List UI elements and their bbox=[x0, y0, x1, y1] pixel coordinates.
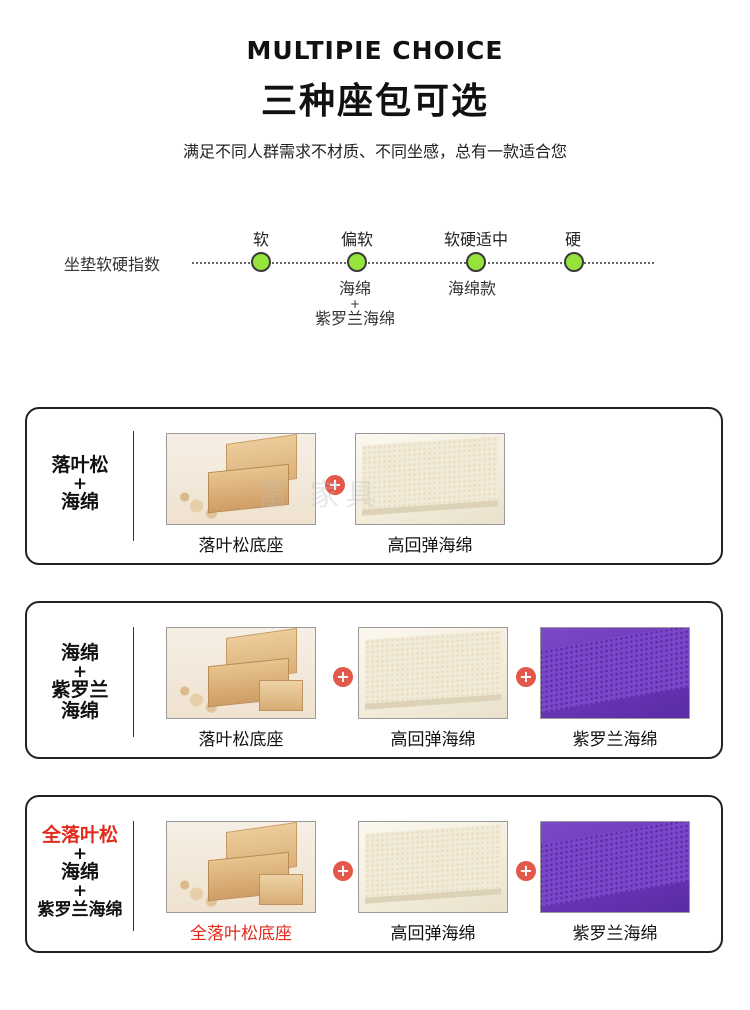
level-hard: 硬 bbox=[564, 230, 582, 249]
foam-image bbox=[355, 433, 505, 525]
subtitle: 满足不同人群需求不材质、不同坐感，总有一款适合您 bbox=[170, 138, 580, 165]
scale-dot-medium bbox=[466, 252, 486, 272]
level-slightly-soft: 偏软 bbox=[340, 230, 374, 249]
scale-dot-soft bbox=[251, 252, 271, 272]
plus-icon: + bbox=[333, 667, 353, 687]
card-2-label-part: 海绵 bbox=[60, 700, 99, 722]
foam-image bbox=[358, 627, 508, 719]
card-3-label: 全落叶松 + 海绵 + 紫罗兰海绵 bbox=[27, 825, 133, 921]
card-1-label: 落叶松 + 海绵 bbox=[27, 455, 133, 513]
level-medium: 软硬适中 bbox=[443, 230, 509, 249]
subtitle-wrap: 满足不同人群需求不材质、不同坐感，总有一款适合您 bbox=[0, 138, 750, 165]
note-plus: + bbox=[349, 297, 361, 311]
card-2-label-part: 紫罗兰 bbox=[51, 679, 109, 701]
note-medium: 海绵款 bbox=[447, 279, 497, 298]
violet-foam-image bbox=[540, 821, 690, 913]
scale-dot-hard bbox=[564, 252, 584, 272]
card-divider bbox=[133, 821, 134, 931]
material-caption: 紫罗兰海绵 bbox=[572, 730, 658, 750]
note-slightly-soft: 海绵 + 紫罗兰海绵 bbox=[315, 280, 395, 328]
title-english: MULTIPIE CHOICE bbox=[246, 36, 504, 65]
card-3-label-plus: + bbox=[72, 881, 88, 901]
violet-foam-image bbox=[540, 627, 690, 719]
larch-wood-image bbox=[166, 627, 316, 719]
option-card-1: 落叶松 + 海绵 落叶松底座 + 高回弹海绵 bbox=[25, 407, 723, 565]
card-divider bbox=[133, 627, 134, 737]
card-3-label-highlight: 全落叶松 bbox=[41, 824, 118, 846]
material-caption: 高回弹海绵 bbox=[390, 730, 476, 750]
material-caption: 高回弹海绵 bbox=[390, 924, 476, 944]
watermark: 富 家具 bbox=[258, 478, 382, 513]
scale-dot-slightly-soft bbox=[347, 252, 367, 272]
level-soft: 软 bbox=[252, 230, 270, 249]
material-caption: 落叶松底座 bbox=[198, 730, 284, 750]
note-line-1: 海绵 bbox=[338, 279, 372, 298]
foam-image bbox=[358, 821, 508, 913]
plus-icon: + bbox=[516, 861, 536, 881]
card-2-label: 海绵 + 紫罗兰 海绵 bbox=[27, 643, 133, 722]
material-caption: 落叶松底座 bbox=[198, 536, 284, 556]
card-1-label-part: 海绵 bbox=[60, 491, 99, 513]
card-1-label-plus: + bbox=[72, 474, 88, 494]
larch-wood-image bbox=[166, 433, 316, 525]
material-caption: 紫罗兰海绵 bbox=[572, 924, 658, 944]
card-3-label-part: 紫罗兰海绵 bbox=[37, 900, 123, 920]
material-caption: 高回弹海绵 bbox=[387, 536, 473, 556]
plus-icon: + bbox=[516, 667, 536, 687]
scale-line bbox=[192, 262, 654, 264]
option-card-2: 海绵 + 紫罗兰 海绵 落叶松底座 + 高回弹海绵 + 紫罗兰海绵 bbox=[25, 601, 723, 759]
note-line-2: 紫罗兰海绵 bbox=[314, 309, 396, 328]
material-caption-highlight: 全落叶松底座 bbox=[190, 924, 292, 944]
scale-label: 坐垫软硬指数 bbox=[64, 255, 161, 274]
card-divider bbox=[133, 431, 134, 541]
card-1-label-part: 落叶松 bbox=[51, 454, 109, 476]
card-2-label-part: 海绵 bbox=[60, 642, 99, 664]
card-3-label-plus: + bbox=[72, 844, 88, 864]
card-3-label-part: 海绵 bbox=[60, 861, 99, 883]
plus-icon: + bbox=[333, 861, 353, 881]
larch-wood-image bbox=[166, 821, 316, 913]
title-chinese: 三种座包可选 bbox=[260, 81, 489, 122]
option-card-3: 全落叶松 + 海绵 + 紫罗兰海绵 全落叶松底座 + 高回弹海绵 + 紫罗兰海绵 bbox=[25, 795, 723, 953]
plus-icon: + bbox=[325, 475, 345, 495]
card-2-label-plus: + bbox=[72, 662, 88, 682]
